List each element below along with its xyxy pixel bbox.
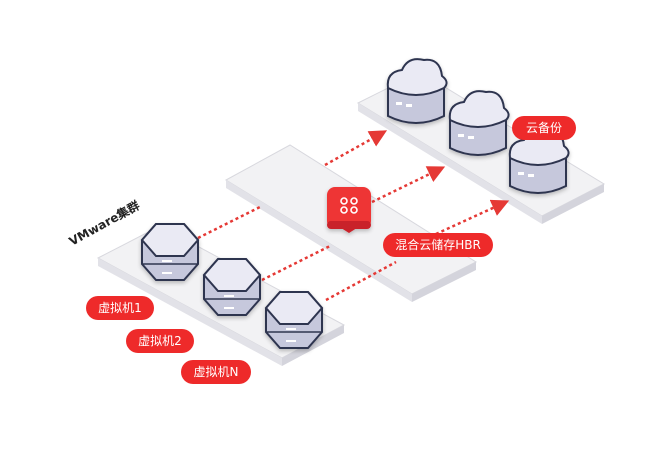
vm2-label: 虚拟机2 bbox=[138, 334, 182, 348]
cloud-label: 云备份 bbox=[526, 121, 562, 135]
vm-server-icon bbox=[264, 291, 324, 349]
vm-server-icon bbox=[140, 223, 200, 281]
vm1-label: 虚拟机1 bbox=[98, 301, 142, 315]
hbr-label: 混合云储存HBR bbox=[395, 237, 481, 252]
hbr-to-cloud3-line bbox=[435, 199, 510, 236]
vmn-label: 虚拟机N bbox=[194, 365, 239, 379]
vmn-label-pill: 虚拟机N bbox=[181, 360, 251, 384]
vm1-label-pill: 虚拟机1 bbox=[86, 296, 154, 320]
hbr-to-cloud2-line bbox=[371, 166, 446, 204]
cloud-label-pill: 云备份 bbox=[512, 116, 576, 140]
vm-server-icon bbox=[202, 258, 262, 316]
connection-lines bbox=[197, 130, 510, 302]
hbr-to-cloud1-line bbox=[324, 130, 388, 167]
vm-servers bbox=[140, 223, 324, 349]
hbr-label-pill: 混合云储存HBR bbox=[383, 233, 493, 257]
cloud-server-icon bbox=[386, 58, 448, 124]
cloud-server-icon bbox=[448, 90, 510, 156]
vmn-to-hbr-line bbox=[325, 260, 397, 302]
vm2-label-pill: 虚拟机2 bbox=[126, 329, 194, 353]
hbr-storage-icon bbox=[327, 187, 371, 233]
vm1-to-hbr-line bbox=[197, 204, 263, 240]
vm2-to-hbr-line bbox=[261, 244, 331, 282]
